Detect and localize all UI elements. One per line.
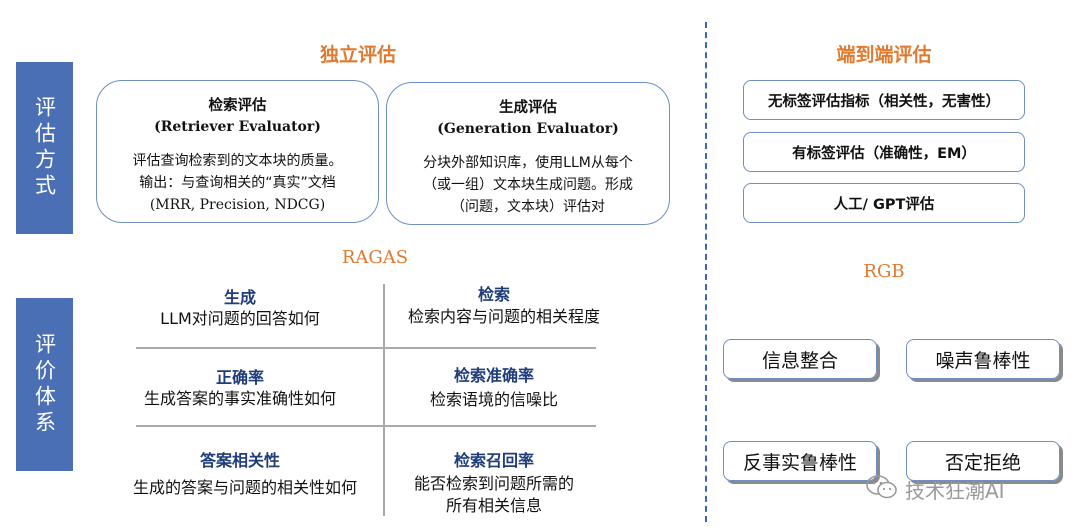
ragas-retrieval-recall-desc: 能否检索到问题所需的 所有相关信息: [394, 473, 594, 518]
rgb-title: RGB: [863, 261, 905, 282]
method-label-text: 评估方式: [32, 96, 57, 200]
ragas-title: RAGAS: [341, 247, 409, 268]
human-gpt-eval-box: 人工/ GPT评估: [743, 183, 1025, 223]
watermark: 技术狂潮AI: [865, 474, 1005, 505]
ragas-generation-title: 生成: [223, 288, 256, 307]
generation-desc-3: （问题，文本块）评估对: [451, 198, 605, 215]
method-side-label: 评估方式: [16, 62, 73, 234]
ragas-correctness-title: 正确率: [215, 368, 264, 387]
system-label-text: 评价体系: [32, 332, 57, 437]
ragas-retrieval-precision-title: 检索准确率: [453, 366, 534, 385]
generation-title: 生成评估: [499, 100, 557, 116]
rgb-noise-robustness: 噪声鲁棒性: [906, 339, 1060, 379]
rgb-negative-rejection: 否定拒绝: [906, 441, 1060, 481]
watermark-text: 技术狂潮AI: [905, 479, 1005, 503]
ragas-answer-relevance-desc: 生成的答案与问题的相关性如何: [132, 478, 357, 497]
rgb-noise-robustness-text: 噪声鲁棒性: [935, 349, 1031, 372]
generation-evaluator-box: 生成评估 (Generation Evaluator) 分块外部知识库，使用LL…: [386, 82, 670, 225]
end-to-end-title: 端到端评估: [836, 44, 932, 66]
rgb-information-integration: 信息整合: [723, 339, 877, 379]
dashed-divider: [705, 22, 707, 522]
retriever-evaluator-box: 检索评估 (Retriever Evaluator) 评估查询检索到的文本块的质…: [96, 80, 379, 223]
wechat-icon: [865, 474, 899, 505]
retriever-title: 检索评估: [208, 98, 267, 114]
ragas-horizontal-line-1: [136, 347, 596, 349]
ragas-retrieval-recall-desc-2: 所有相关信息: [445, 496, 542, 516]
generation-desc-2: （或一组）文本块生成问题。形成: [423, 176, 633, 193]
unlabeled-metrics-box: 无标签评估指标（相关性，无害性）: [743, 80, 1025, 120]
ragas-retrieval-recall-desc-1: 能否检索到问题所需的: [413, 474, 574, 493]
retriever-desc-1: 评估查询检索到的文本块的质量。: [132, 153, 343, 170]
rgb-counterfactual-robustness: 反事实鲁棒性: [723, 441, 877, 481]
independent-title: 独立评估: [319, 44, 396, 66]
system-side-label: 评价体系: [16, 298, 73, 471]
rgb-information-integration-text: 信息整合: [761, 349, 838, 372]
ragas-retrieval-title: 检索: [477, 285, 510, 304]
retriever-desc-2: 输出：与查询相关的“真实”文档: [139, 174, 336, 191]
ragas-retrieval-precision-desc: 检索语境的信噪比: [429, 390, 558, 409]
generation-desc-1: 分块外部知识库，使用LLM从每个: [423, 155, 633, 172]
ragas-answer-relevance-title: 答案相关性: [199, 451, 280, 470]
labeled-eval-text: 有标签评估（准确性，EM）: [792, 145, 976, 162]
generation-subtitle: (Generation Evaluator): [437, 121, 619, 138]
rgb-negative-rejection-text: 否定拒绝: [944, 451, 1021, 474]
human-gpt-eval-text: 人工/ GPT评估: [833, 196, 935, 213]
retriever-subtitle: (Retriever Evaluator): [154, 119, 321, 136]
ragas-retrieval-desc: 检索内容与问题的相关程度: [407, 307, 600, 326]
ragas-generation-desc: LLM对问题的回答如何: [160, 309, 320, 328]
ragas-horizontal-line-2: [136, 425, 596, 427]
ragas-correctness-desc: 生成答案的事实准确性如何: [143, 389, 336, 408]
ragas-retrieval-recall-title: 检索召回率: [453, 451, 534, 470]
unlabeled-metrics-text: 无标签评估指标（相关性，无害性）: [768, 93, 1000, 110]
rgb-counterfactual-robustness-text: 反事实鲁棒性: [742, 451, 857, 474]
labeled-eval-box: 有标签评估（准确性，EM）: [743, 132, 1025, 172]
retriever-desc-3: (MRR, Precision, NDCG): [149, 196, 326, 213]
ragas-vertical-line: [383, 284, 385, 516]
